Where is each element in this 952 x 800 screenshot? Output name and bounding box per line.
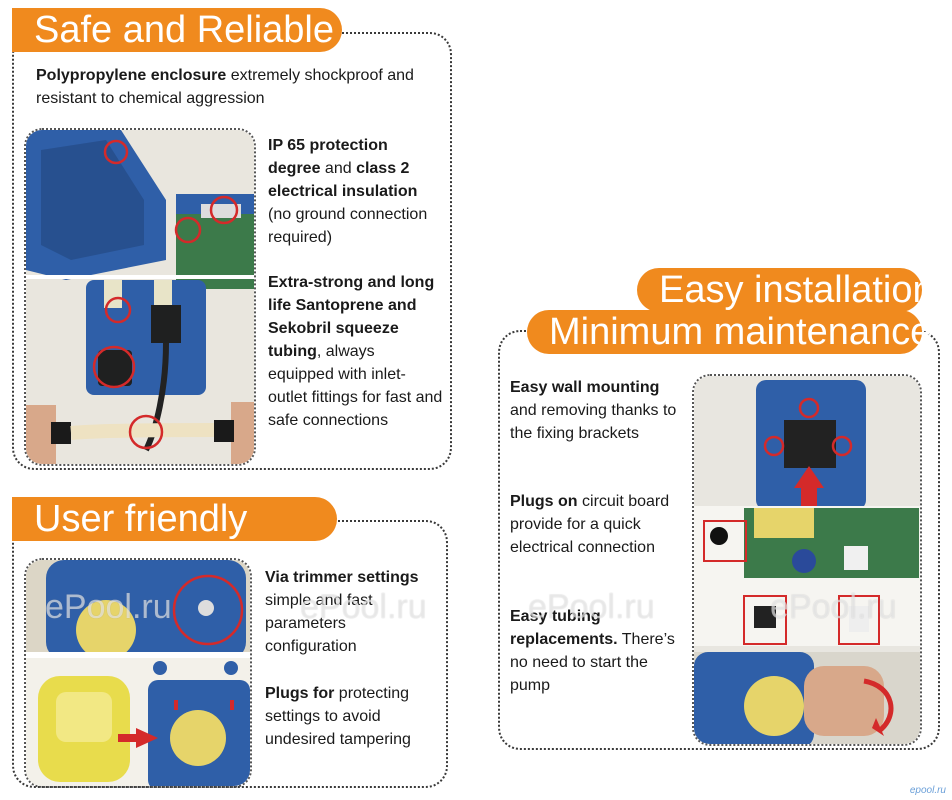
- pump-trimmer-photo: [24, 558, 252, 788]
- easy-wall-text: Easy wall mounting and removing thanks t…: [510, 379, 677, 442]
- watermark-3: ePool.ru: [528, 588, 655, 626]
- watermark-2: ePool.ru: [300, 588, 427, 626]
- user-banner: User friendly: [12, 497, 337, 541]
- easy-banner-line2: Minimum maintenance: [527, 310, 931, 354]
- safe-banner: Safe and Reliable: [12, 8, 342, 52]
- easy-tubing-text: Easy tubing replacements. There’s no nee…: [510, 608, 675, 694]
- pump-mounting-photo: [692, 374, 922, 746]
- safe-intro: Polypropylene enclosure extremely shockp…: [36, 67, 414, 107]
- watermark-1: ePool.ru: [45, 588, 172, 626]
- user-trimmer-text: Via trimmer settings simple and fast par…: [265, 569, 419, 655]
- safe-ip-text: IP 65 protection degree and class 2 elec…: [268, 137, 428, 246]
- safe-tubing-text: Extra-strong and long life Santoprene an…: [268, 274, 443, 429]
- easy-plugs-text: Plugs on circuit board provide for a qui…: [510, 493, 670, 556]
- footer-site-mark: epool.ru: [909, 785, 946, 796]
- pump-open-photo: [24, 128, 256, 466]
- easy-banner-line1: Easy installation: [637, 268, 934, 312]
- user-plugs-text: Plugs for protecting settings to avoid u…: [265, 685, 411, 748]
- watermark-4: ePool.ru: [770, 588, 897, 626]
